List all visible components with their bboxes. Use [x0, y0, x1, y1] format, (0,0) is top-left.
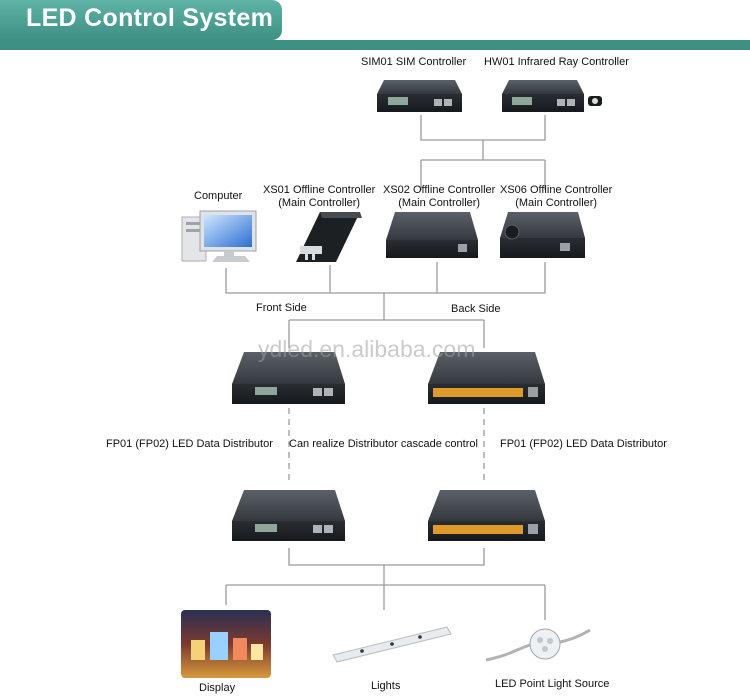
watermark: ydled.en.alibaba.com: [258, 336, 476, 362]
display-photo: [181, 610, 271, 678]
xs06-controller-device: [500, 212, 585, 258]
label-front-side: Front Side: [256, 302, 307, 314]
label-xs01-line2: (Main Controller): [278, 197, 361, 209]
distributor-back-1: [428, 352, 545, 404]
label-xs02-line1: XS02 Offline Controller: [383, 184, 496, 196]
label-sim01: SIM01 SIM Controller: [361, 56, 467, 68]
title-banner: LED Control System: [0, 0, 750, 50]
label-xs02-line2: (Main Controller): [398, 197, 481, 209]
label-xs01: XS01 Offline Controller (Main Controller…: [263, 184, 375, 210]
label-xs06: XS06 Offline Controller (Main Controller…: [500, 184, 612, 210]
title-tab: LED Control System: [0, 0, 282, 40]
distributor-front-2: [232, 490, 345, 541]
distributor-front-1: [232, 352, 345, 404]
title-rule: [0, 40, 750, 50]
xs01-controller-device: [296, 212, 362, 262]
distributor-back-2: [428, 490, 545, 541]
label-display: Display: [199, 682, 236, 694]
label-lights: Lights: [371, 680, 401, 692]
label-xs01-line1: XS01 Offline Controller: [263, 184, 376, 196]
label-computer: Computer: [194, 190, 243, 202]
page-title: LED Control System: [26, 4, 274, 32]
sim01-controller-device: [377, 80, 462, 112]
connector-lines: [225, 115, 546, 620]
lights-bar: [332, 626, 452, 663]
computer-device: [181, 210, 257, 262]
label-distributor-left: FP01 (FP02) LED Data Distributor: [106, 438, 273, 450]
label-xs06-line2: (Main Controller): [515, 197, 598, 209]
label-xs02: XS02 Offline Controller (Main Controller…: [383, 184, 495, 210]
label-cascade: Can realize Distributor cascade control: [289, 438, 478, 450]
label-xs06-line1: XS06 Offline Controller: [500, 184, 613, 196]
label-hw01: HW01 Infrared Ray Controller: [484, 56, 629, 68]
xs02-controller-device: [386, 212, 478, 258]
label-point-light: LED Point Light Source: [495, 678, 610, 690]
cascade-dashed-lines: [288, 408, 485, 485]
label-back-side: Back Side: [451, 303, 501, 315]
led-point-light: [485, 628, 591, 662]
hw01-controller-device: [502, 80, 602, 112]
label-distributor-right: FP01 (FP02) LED Data Distributor: [500, 438, 667, 450]
